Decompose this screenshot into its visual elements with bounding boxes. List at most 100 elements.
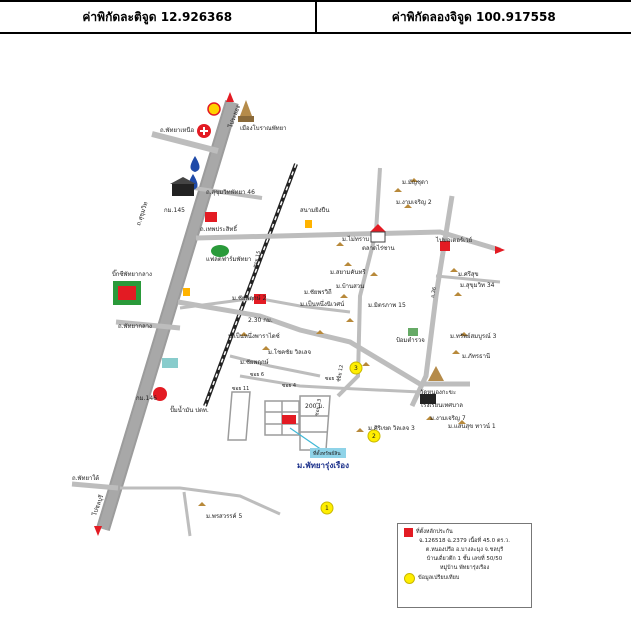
road-36	[435, 274, 501, 284]
svg-text:1: 1	[325, 505, 329, 512]
svg-text:ป้อมตำรวจ: ป้อมตำรวจ	[396, 337, 425, 344]
direction-arrow-icon	[94, 92, 505, 536]
target-property-marker[interactable]	[282, 415, 296, 424]
distance-label-2: 2.30 กม.	[248, 317, 273, 324]
longitude-label: ค่าพิกัดลองจิจูด 100.917558	[314, 2, 631, 32]
svg-text:ซอย 3: ซอย 3	[325, 376, 339, 382]
svg-text:โรงเรียนเทศบาล: โรงเรียนเทศบาล	[420, 401, 463, 409]
svg-text:ม.มัญชุดา: ม.มัญชุดา	[402, 179, 428, 186]
distance-label: 200 ม.	[305, 403, 324, 410]
svg-text:เมืองโบราณพัทยา: เมืองโบราณพัทยา	[240, 124, 287, 132]
bank-icon-2	[420, 394, 436, 404]
legend-comparison-swatch	[404, 573, 415, 584]
legend-comparison-row: ข้อมูลเปรียบเทียบ	[404, 573, 525, 584]
svg-text:ซอย 11: ซอย 11	[232, 386, 249, 392]
svg-text:ถ.พัทยาเหนือ: ถ.พัทยาเหนือ	[160, 126, 194, 134]
target-callout-text: ที่ตั้งทรัพย์สิน	[313, 448, 341, 457]
north-vertical-road	[336, 167, 382, 398]
main-east-road	[177, 299, 470, 387]
seven-eleven-icon-2	[305, 220, 312, 228]
svg-text:ซอย 6: ซอย 6	[250, 372, 264, 378]
location-map[interactable]: ที่ตั้งทรัพย์สิน ม.พัทยารุ่งเรือง 200 ม.…	[0, 36, 631, 621]
svg-text:ม.ไม่ทราบ: ม.ไม่ทราบ	[342, 235, 369, 243]
svg-text:ถ.36: ถ.36	[430, 286, 438, 298]
police-icon	[408, 328, 418, 336]
comparison-marker-3[interactable]: 3	[349, 361, 363, 375]
school-icon	[162, 358, 178, 368]
svg-text:ซอย 13: ซอย 13	[314, 398, 323, 416]
svg-text:ม.งามเจริญ 2: ม.งามเจริญ 2	[396, 199, 432, 206]
svg-text:ไปมอเตอร์เวย์: ไปมอเตอร์เวย์	[435, 236, 472, 244]
watermelon-icon	[211, 245, 229, 257]
plot-grid	[227, 391, 331, 451]
svg-text:ถ.พัทยาใต้: ถ.พัทยาใต้	[72, 474, 99, 482]
sukhumvit-road	[96, 99, 239, 532]
svg-text:ม.บ้านสวน: ม.บ้านสวน	[336, 283, 364, 290]
svg-text:ม.ศรีสุข: ม.ศรีสุข	[458, 270, 479, 278]
central-road	[115, 319, 181, 331]
coordinate-header: ค่าพิกัดละติจูด 12.926368 ค่าพิกัดลองจิจ…	[0, 0, 631, 34]
south-vertical-soi	[182, 491, 192, 537]
temple-icon	[238, 100, 254, 122]
svg-text:กม.145: กม.145	[164, 207, 185, 214]
svg-text:ม.ชัยพรวิถี: ม.ชัยพรวิถี	[304, 288, 332, 296]
target-label: ม.พัทยารุ่งเรือง	[297, 460, 349, 471]
svg-text:ม.พรสวรรค์ 5: ม.พรสวรรค์ 5	[206, 512, 242, 520]
legend-village-line: หมู่บ้าน พัทยารุ่งเรือง	[439, 565, 490, 571]
legend-location-line: ต.หนองปรือ อ.บางละมุง จ.ชลบุรี	[425, 547, 504, 553]
thepprasit-road	[195, 229, 501, 253]
svg-text:แฟลตฟาร์มพัทยา: แฟลตฟาร์มพัทยา	[206, 255, 251, 263]
legend-comparison-label: ข้อมูลเปรียบเทียบ	[418, 575, 460, 581]
svg-text:ถ.พัทยากลาง: ถ.พัทยากลาง	[118, 323, 152, 330]
latitude-label: ค่าพิกัดละติจูด 12.926368	[82, 9, 233, 24]
svg-text:ม.สุขุมวิท 34: ม.สุขุมวิท 34	[460, 282, 495, 289]
hospital-icon	[440, 241, 450, 251]
building-icon	[205, 212, 217, 222]
svg-text:ม.โชคชัย วิลเลจ: ม.โชคชัย วิลเลจ	[268, 348, 311, 356]
soi-road-lower-2	[229, 354, 321, 378]
east-road	[179, 296, 351, 314]
svg-text:ม.งามเจริญ 7: ม.งามเจริญ 7	[430, 415, 466, 422]
bigc-icon	[113, 281, 141, 305]
legend-target-row: ที่ตั้งหลักประกัน	[404, 528, 525, 537]
caltex-icon	[197, 124, 211, 138]
south-soi-road	[120, 486, 281, 516]
svg-text:ถ.สุขุมวิท: ถ.สุขุมวิท	[135, 201, 149, 227]
north-road	[151, 131, 219, 154]
svg-text:สนามยิงปืน: สนามยิงปืน	[300, 206, 329, 214]
south-road	[71, 481, 119, 491]
svg-text:บิ๊กซีพัทยากลาง: บิ๊กซีพัทยากลาง	[112, 269, 152, 278]
svg-text:ซอย 15: ซอย 15	[252, 250, 262, 268]
seven-eleven-icon	[183, 288, 190, 296]
comparison-marker-2[interactable]: 2	[367, 429, 381, 443]
soi-road-lower	[239, 374, 421, 394]
svg-text:ม.ชัยพฤกษ์ 2: ม.ชัยพฤกษ์ 2	[232, 294, 267, 302]
svg-text:ม.ภัทรธานี: ม.ภัทรธานี	[462, 352, 490, 360]
temple-icon-2	[428, 366, 444, 381]
target-callout-line	[289, 427, 323, 451]
ptt-icon-1	[190, 156, 200, 172]
svg-text:ซอย 12: ซอย 12	[336, 364, 345, 382]
comparison-marker-1[interactable]: 1	[320, 501, 334, 515]
svg-text:วัดหนองกะขะ: วัดหนองกะขะ	[420, 389, 456, 396]
svg-text:ม.ทรัพย์สมบูรณ์ 3: ม.ทรัพย์สมบูรณ์ 3	[450, 332, 497, 340]
svg-text:2: 2	[372, 433, 376, 440]
svg-text:ปั๊มน้ำมัน ปตท.: ปั๊มน้ำมัน ปตท.	[170, 404, 209, 414]
svg-text:ม.แสนสุข ทาวน์ 1: ม.แสนสุข ทาวน์ 1	[448, 422, 496, 430]
svg-text:ถ.สุขุมวิทพัทยา 46: ถ.สุขุมวิทพัทยา 46	[206, 189, 255, 196]
house-icon-market	[370, 224, 386, 243]
railway	[203, 163, 298, 407]
svg-text:ม.มิตรภาพ 15: ม.มิตรภาพ 15	[368, 302, 406, 309]
legend-deed-line: ฉ.126518 ฉ.2379 เนื้อที่ 45.0 ตร.ว.	[419, 538, 510, 544]
legend-target-swatch	[404, 528, 413, 537]
village-houses	[198, 178, 468, 506]
svg-text:ตลาดไร่ซาน: ตลาดไร่ซาน	[362, 244, 395, 252]
svg-text:ม.ศิริเขต วิลเลจ 3: ม.ศิริเขต วิลเลจ 3	[368, 425, 415, 432]
svg-text:ม.เป็นหนึ่งพาราไดซ์: ม.เป็นหนึ่งพาราไดซ์	[228, 331, 280, 340]
svg-text:ม.เป็นหนึ่งนิเวศน์: ม.เป็นหนึ่งนิเวศน์	[300, 299, 344, 308]
svg-text:กม.146: กม.146	[136, 395, 157, 402]
caltex-icon-2	[153, 387, 167, 401]
svg-text:3: 3	[354, 365, 358, 372]
svg-text:ม.ชัยพฤกษ์: ม.ชัยพฤกษ์	[240, 358, 269, 366]
svg-text:ถ.เทพประสิทธิ์: ถ.เทพประสิทธิ์	[200, 224, 238, 233]
